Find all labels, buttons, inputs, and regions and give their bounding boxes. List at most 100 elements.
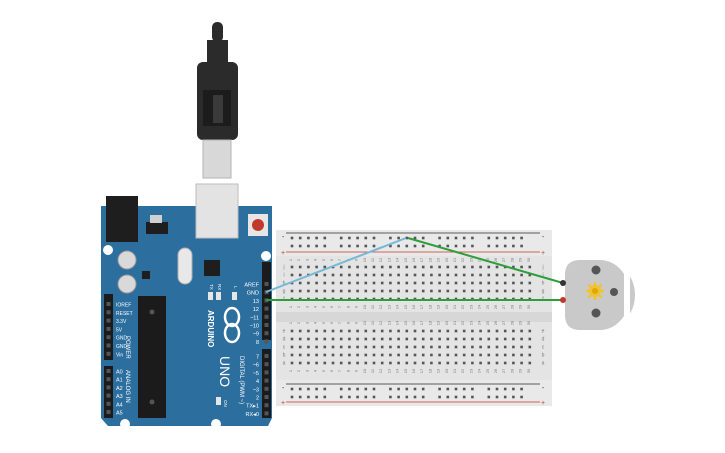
breadboard-hole[interactable]: [372, 265, 376, 269]
breadboard-hole[interactable]: [397, 353, 400, 357]
breadboard-hole[interactable]: [364, 337, 368, 341]
breadboard-hole[interactable]: [364, 329, 368, 333]
rail-hole[interactable]: [438, 395, 441, 399]
breadboard[interactable]: - + - + - + - + 111122223333444455556666…: [276, 230, 552, 407]
rail-hole[interactable]: [413, 236, 417, 240]
breadboard-hole[interactable]: [512, 329, 515, 333]
breadboard-hole[interactable]: [323, 329, 327, 333]
analog-pin-socket[interactable]: [106, 385, 111, 390]
rail-hole[interactable]: [339, 387, 343, 391]
breadboard-hole[interactable]: [389, 265, 392, 269]
breadboard-hole[interactable]: [356, 329, 359, 333]
breadboard-hole[interactable]: [471, 281, 474, 285]
rail-hole[interactable]: [290, 236, 294, 240]
analog-pin-socket[interactable]: [106, 377, 111, 382]
motor-terminal-red[interactable]: [560, 297, 566, 303]
breadboard-hole[interactable]: [413, 353, 417, 357]
breadboard-hole[interactable]: [405, 265, 409, 269]
breadboard-hole[interactable]: [503, 345, 507, 349]
breadboard-hole[interactable]: [405, 345, 409, 349]
breadboard-hole[interactable]: [315, 289, 318, 293]
digital-pin-socket[interactable]: [264, 314, 269, 319]
breadboard-hole[interactable]: [512, 281, 515, 285]
breadboard-hole[interactable]: [512, 353, 515, 357]
breadboard-hole[interactable]: [339, 345, 343, 349]
rail-hole[interactable]: [446, 236, 450, 240]
breadboard-hole[interactable]: [405, 273, 409, 277]
rail-hole[interactable]: [438, 244, 441, 248]
breadboard-hole[interactable]: [290, 345, 294, 349]
breadboard-hole[interactable]: [372, 329, 376, 333]
breadboard-hole[interactable]: [454, 289, 458, 293]
digital-pin-socket[interactable]: [264, 282, 269, 286]
breadboard-hole[interactable]: [487, 265, 491, 269]
breadboard-hole[interactable]: [446, 289, 450, 293]
breadboard-hole[interactable]: [520, 273, 523, 277]
breadboard-hole[interactable]: [372, 337, 376, 341]
breadboard-hole[interactable]: [495, 281, 499, 285]
rail-hole[interactable]: [512, 395, 515, 399]
rail-hole[interactable]: [389, 244, 392, 248]
breadboard-hole[interactable]: [487, 361, 491, 365]
rail-hole[interactable]: [315, 395, 318, 399]
rail-hole[interactable]: [471, 244, 474, 248]
breadboard-hole[interactable]: [397, 329, 400, 333]
breadboard-hole[interactable]: [462, 353, 466, 357]
breadboard-hole[interactable]: [331, 273, 335, 277]
breadboard-hole[interactable]: [323, 345, 327, 349]
breadboard-hole[interactable]: [413, 345, 417, 349]
breadboard-hole[interactable]: [315, 329, 318, 333]
breadboard-holes[interactable]: [290, 236, 532, 399]
rail-hole[interactable]: [356, 244, 359, 248]
breadboard-hole[interactable]: [405, 281, 409, 285]
rail-hole[interactable]: [397, 244, 400, 248]
breadboard-hole[interactable]: [356, 273, 359, 277]
breadboard-hole[interactable]: [438, 289, 441, 293]
breadboard-hole[interactable]: [413, 281, 417, 285]
breadboard-hole[interactable]: [307, 337, 310, 341]
rail-hole[interactable]: [405, 244, 409, 248]
power-pin-socket[interactable]: [106, 335, 111, 340]
breadboard-hole[interactable]: [438, 281, 441, 285]
power-pin-socket[interactable]: [106, 302, 111, 306]
rail-hole[interactable]: [495, 236, 499, 240]
rail-hole[interactable]: [413, 387, 417, 391]
breadboard-hole[interactable]: [364, 265, 368, 269]
breadboard-hole[interactable]: [315, 337, 318, 341]
breadboard-hole[interactable]: [520, 345, 523, 349]
breadboard-hole[interactable]: [462, 289, 466, 293]
breadboard-hole[interactable]: [430, 353, 433, 357]
breadboard-hole[interactable]: [454, 329, 458, 333]
breadboard-hole[interactable]: [487, 281, 491, 285]
rail-hole[interactable]: [446, 395, 450, 399]
breadboard-hole[interactable]: [503, 273, 507, 277]
rail-hole[interactable]: [446, 387, 450, 391]
breadboard-hole[interactable]: [339, 329, 343, 333]
breadboard-hole[interactable]: [397, 265, 400, 269]
breadboard-hole[interactable]: [323, 265, 327, 269]
breadboard-hole[interactable]: [479, 361, 482, 365]
breadboard-hole[interactable]: [323, 337, 327, 341]
breadboard-hole[interactable]: [405, 361, 409, 365]
breadboard-hole[interactable]: [520, 329, 523, 333]
rail-hole[interactable]: [356, 395, 359, 399]
breadboard-hole[interactable]: [487, 345, 491, 349]
breadboard-hole[interactable]: [307, 345, 310, 349]
breadboard-hole[interactable]: [438, 345, 441, 349]
rail-hole[interactable]: [487, 395, 491, 399]
breadboard-hole[interactable]: [487, 329, 491, 333]
rail-hole[interactable]: [503, 387, 507, 391]
breadboard-hole[interactable]: [413, 289, 417, 293]
breadboard-hole[interactable]: [323, 353, 327, 357]
rail-hole[interactable]: [471, 236, 474, 240]
power-pin-socket[interactable]: [106, 310, 111, 315]
breadboard-hole[interactable]: [503, 353, 507, 357]
breadboard-hole[interactable]: [356, 289, 359, 293]
breadboard-hole[interactable]: [307, 281, 310, 285]
rail-hole[interactable]: [512, 236, 515, 240]
breadboard-hole[interactable]: [495, 361, 499, 365]
breadboard-hole[interactable]: [331, 329, 335, 333]
breadboard-hole[interactable]: [471, 273, 474, 277]
rail-hole[interactable]: [315, 236, 318, 240]
